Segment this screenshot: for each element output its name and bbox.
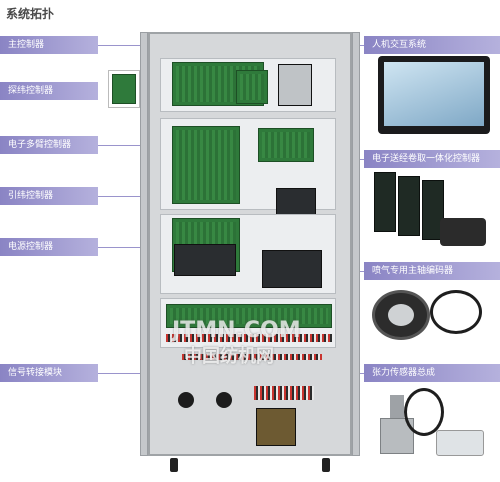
transformer [256, 408, 296, 446]
leader-line [98, 247, 180, 248]
leader-line [98, 145, 180, 146]
label-main-controller: 主控制器 [0, 36, 98, 54]
power-controller-board [174, 244, 236, 276]
tension-sensor-cable [404, 388, 444, 436]
label-weft-detect-controller: 探纬控制器 [0, 82, 98, 100]
label-let-off-take-up-controller: 电子送经卷取一体化控制器 [364, 150, 500, 168]
cable-hole-right [216, 392, 232, 408]
label-dobby-controller: 电子多臂控制器 [0, 136, 98, 154]
tension-amplifier-box [436, 430, 484, 456]
wire-harness [254, 386, 314, 400]
tension-sensor-mount [390, 395, 404, 419]
label-power-controller: 电源控制器 [0, 238, 98, 256]
cabinet-foot-left [170, 458, 178, 472]
signal-adapter-board [166, 304, 332, 328]
terminal-block-2 [182, 354, 322, 360]
main-controller-board-2 [236, 70, 268, 104]
power-supply-unit [278, 64, 312, 106]
servo-drive-2 [398, 176, 420, 236]
cabinet-door-right [352, 32, 360, 456]
spindle-encoder-shaft [388, 304, 414, 326]
page-title: 系统拓扑 [6, 7, 55, 21]
servo-drive-1 [374, 172, 396, 232]
cabinet-door-left [140, 32, 148, 456]
hmi-touchscreen [378, 56, 490, 134]
watermark-en: JTMN.COM [172, 318, 301, 343]
hmi-screen-display [384, 62, 484, 126]
label-spindle-encoder: 喷气专用主轴编码器 [364, 262, 500, 280]
label-signal-adapter-module: 信号转接模块 [0, 364, 98, 382]
leader-line [98, 373, 180, 374]
dobby-controller-board [172, 126, 240, 204]
terminal-block [166, 334, 332, 342]
watermark-cn: 中国纺机网 [184, 346, 274, 367]
cable-hole-left [178, 392, 194, 408]
label-weft-insertion-controller: 引纬控制器 [0, 187, 98, 205]
label-hmi-system: 人机交互系统 [364, 36, 500, 54]
leader-line [98, 196, 180, 197]
cabinet-foot-right [322, 458, 330, 472]
let-off-controller-board [258, 128, 314, 162]
servo-drive-3 [422, 180, 444, 240]
encoder-cable [430, 290, 482, 334]
label-tension-sensor: 张力传感器总成 [364, 364, 500, 382]
relay-module [262, 250, 322, 288]
weft-detector-board-image [112, 74, 136, 104]
servo-motor [440, 218, 486, 246]
